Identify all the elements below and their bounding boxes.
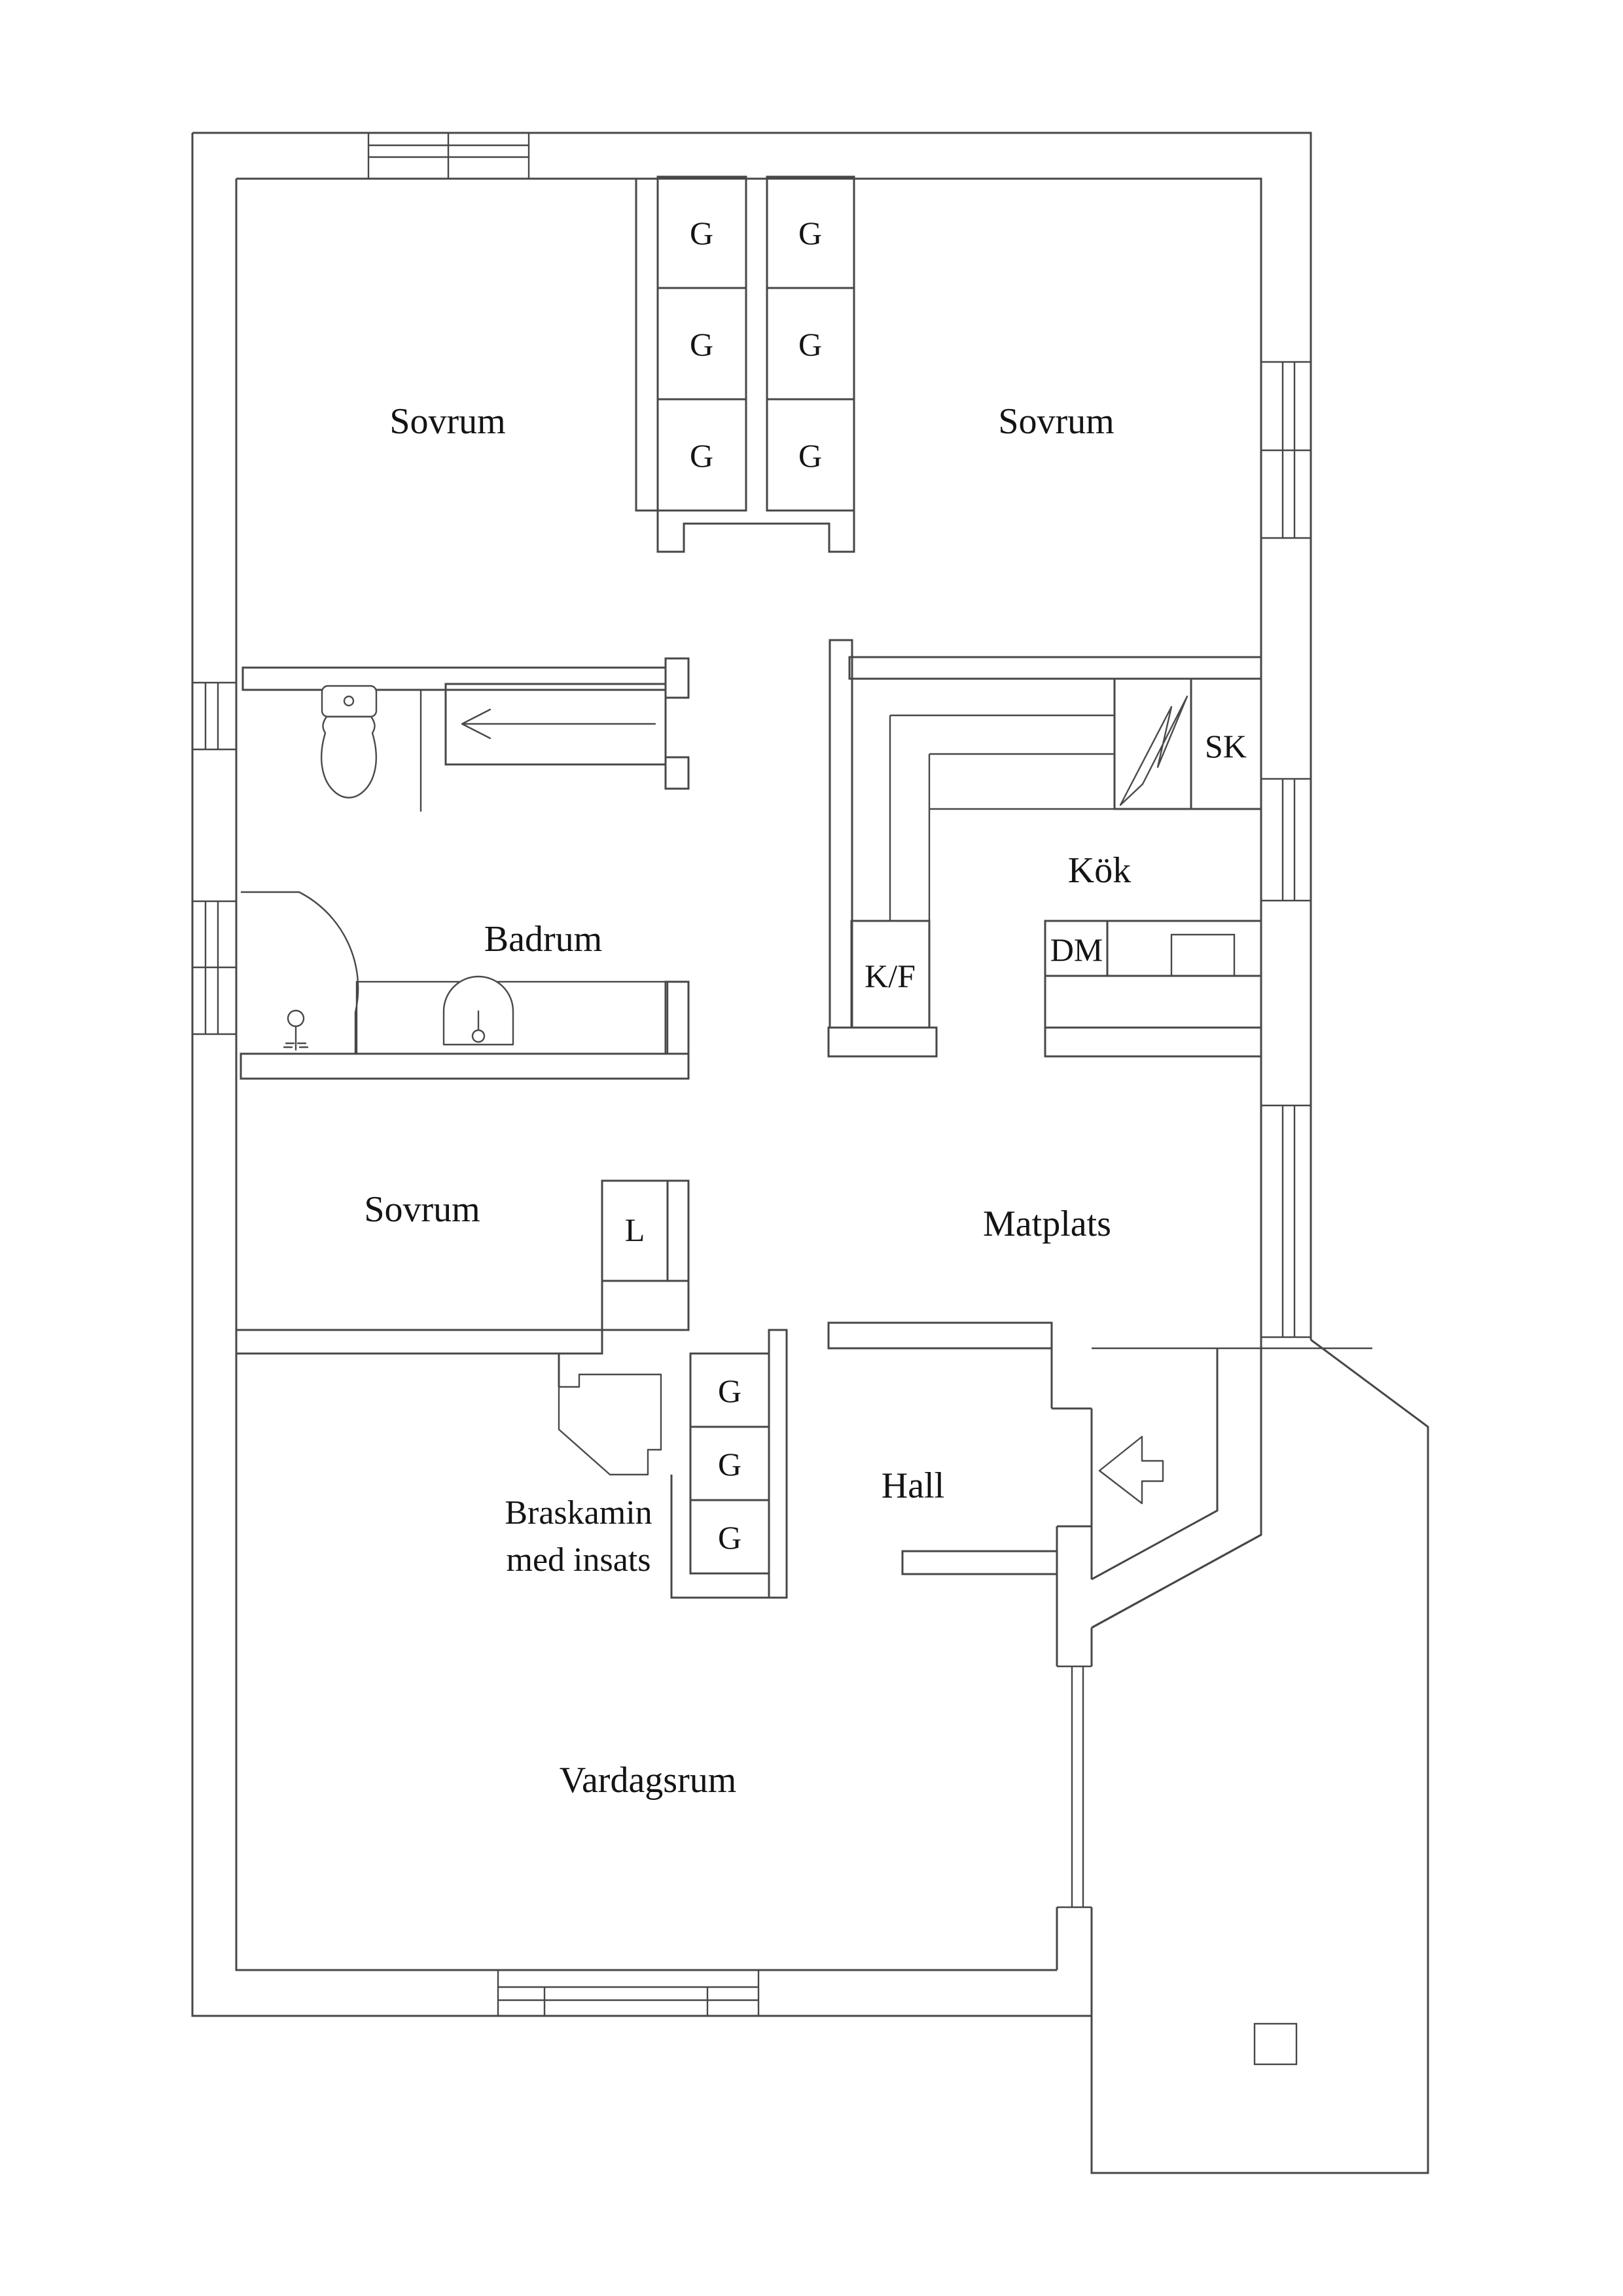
wall-dining-south-jog (1050, 1323, 1092, 1410)
stair-jamb-bottom (664, 756, 690, 790)
window-left-bathroom (192, 681, 236, 751)
wall-vestibule-west (1056, 1408, 1093, 2016)
wall-below-linen (601, 1280, 690, 1331)
wardrobe-box (656, 175, 747, 512)
label-bathroom: Badrum (484, 919, 602, 960)
label-wardrobe-g2: G (798, 215, 822, 251)
label-wardrobe-g4: G (798, 326, 822, 363)
wall-corridor-west-stub (664, 980, 690, 1055)
window-right-bedroom (1261, 361, 1311, 539)
wall-bathroom-south (240, 1052, 690, 1080)
kitchen-counter-mid-row (1044, 975, 1262, 1029)
wardrobe-box (689, 1352, 770, 1575)
wall-bedrooms-south-west (241, 666, 667, 691)
fireplace-icon (558, 1373, 662, 1476)
labels: Sovrum Sovrum Badrum Kök Sovrum Matplats… (364, 401, 1131, 1801)
label-bedroom-top-left: Sovrum (389, 401, 505, 442)
stair-box (444, 683, 667, 766)
wall-bedrooms-south-east (848, 656, 1262, 680)
lightning-icon (1119, 695, 1188, 806)
kitchen-upper-lines (889, 714, 1261, 921)
label-fireplace-line1: Braskamin (505, 1494, 652, 1532)
stair-arrow-icon (461, 708, 656, 740)
wardrobe-dividers (658, 287, 746, 401)
label-fireplace: Braskamin med insats (505, 1494, 652, 1579)
label-fireplace-line2: med insats (507, 1541, 651, 1579)
wardrobe-column-right (766, 175, 855, 512)
hob-box (1170, 933, 1236, 977)
wall-hall-west-return (670, 1475, 787, 1599)
wall-dining-south (827, 1321, 1053, 1350)
label-wardrobe-g9: G (718, 1519, 741, 1556)
wall-hall-west (768, 1329, 788, 1599)
closet-niche (656, 511, 855, 553)
wall-vestibule-diagonals (1091, 1348, 1262, 1629)
cabinet-sk-box (1190, 677, 1262, 810)
porch-outline (1092, 1339, 1429, 2174)
dining-hall-zone (558, 1321, 1372, 2016)
window-right-kitchen (1261, 778, 1311, 902)
wall-bedroom3-south (235, 1329, 603, 1355)
marker-labels: G G G G G G G G G L SK K/F DM (625, 215, 1247, 1556)
stair-jamb-top (664, 657, 690, 699)
fridge-freezer-box (850, 920, 931, 1029)
exterior-inner-line (235, 177, 1262, 1971)
window-left-double (192, 900, 236, 1035)
sink-icon (442, 975, 514, 1046)
window-right-dining (1261, 1104, 1311, 1338)
label-wardrobe-g5: G (690, 437, 713, 474)
label-bedroom-middle: Sovrum (364, 1189, 480, 1230)
label-kitchen: Kök (1068, 850, 1131, 891)
window-top-wall (367, 133, 530, 179)
label-wardrobe-g6: G (798, 437, 822, 474)
label-wardrobe-g7: G (718, 1372, 741, 1409)
wardrobe-dividers (690, 1426, 769, 1501)
windows (192, 133, 1311, 2016)
wardrobe-dividers (767, 287, 854, 401)
porch-post-marker (1253, 2022, 1298, 2066)
label-dining: Matplats (983, 1204, 1111, 1244)
porch-zone (1092, 1339, 1429, 2174)
wardrobe-column-hall (689, 1352, 770, 1575)
wall-bedroom1-east (635, 177, 659, 512)
shower-faucet-icon (283, 1009, 309, 1051)
bathroom-zone (240, 657, 690, 1080)
wall-beside-linen (666, 1179, 690, 1282)
label-bedroom-top-right: Sovrum (998, 401, 1114, 442)
label-wardrobe-g8: G (718, 1446, 741, 1482)
label-wardrobe-g1: G (690, 215, 713, 251)
window-bottom-living (497, 1970, 760, 2016)
label-hall: Hall (882, 1465, 944, 1506)
entry-arrow-icon (1098, 1435, 1164, 1505)
label-wardrobe-g3: G (690, 326, 713, 363)
label-cabinet-sk: SK (1205, 728, 1247, 764)
kitchen-zone (827, 639, 1262, 1058)
label-dishwasher: DM (1050, 931, 1103, 968)
middle-bedroom-zone (235, 1179, 690, 1387)
toilet-icon (321, 685, 378, 798)
wall-kitchen-cap (827, 1026, 938, 1058)
window-east-living (1057, 1665, 1092, 1909)
label-living-room: Vardagsrum (560, 1760, 737, 1801)
wardrobe-box (766, 175, 855, 512)
shower-enclosure (241, 891, 359, 1054)
label-linen-closet: L (625, 1211, 645, 1248)
wardrobe-column-left (656, 175, 747, 512)
wall-hall-south (901, 1550, 1058, 1575)
wall-corridor-east (829, 639, 853, 1029)
kitchen-counter-low-row (1044, 1026, 1262, 1058)
label-fridge-freezer: K/F (865, 958, 916, 994)
